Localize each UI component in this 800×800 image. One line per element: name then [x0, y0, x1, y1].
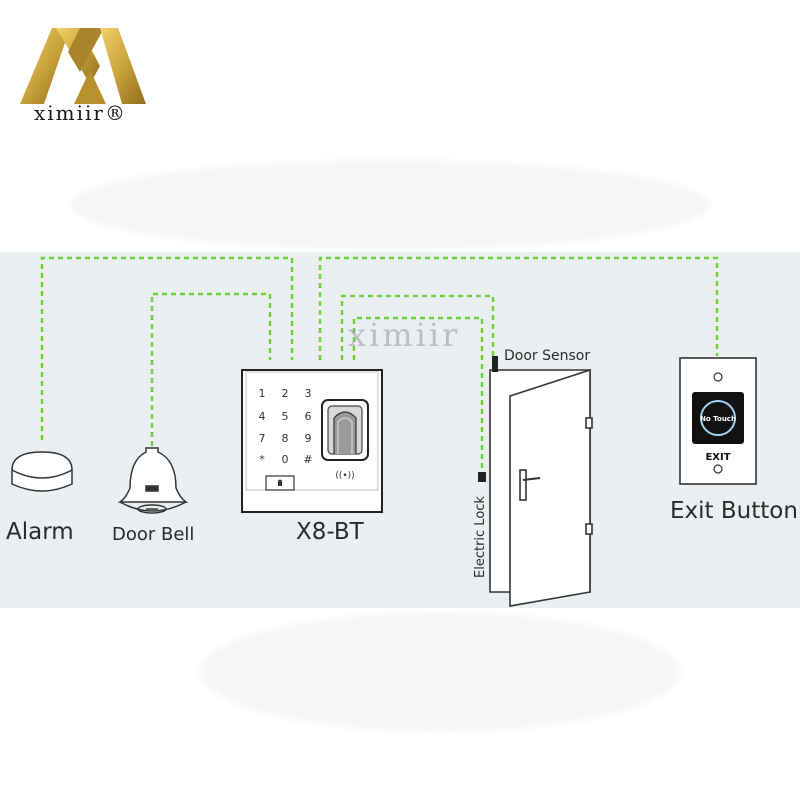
wire-electric-lock: [340, 294, 495, 360]
exit-plate-top-text: No Touch: [700, 415, 736, 423]
keypad-key: 1: [259, 387, 266, 400]
label-reader: X8-BT: [296, 519, 364, 545]
exit-button-icon: [679, 357, 757, 485]
keypad: 1 2 3 4 5 6 7 8 9 * 0 #: [259, 387, 313, 466]
label-exit-button: Exit Button: [670, 498, 798, 524]
brand-logo-icon: [20, 28, 146, 104]
keypad-key: 7: [259, 432, 266, 445]
wire-alarm: [40, 256, 294, 440]
svg-text:((•)): ((•)): [335, 471, 354, 481]
wire-exit-button: [318, 256, 719, 360]
diagram-background: [0, 252, 800, 608]
keypad-key: 6: [305, 410, 312, 423]
watermark: ximiir: [348, 316, 461, 354]
keypad-key: 4: [259, 410, 266, 423]
keypad-key: 5: [282, 410, 289, 423]
alarm-icon: [11, 451, 73, 492]
reader-device-icon: ((•)): [241, 369, 383, 513]
door-sensor-icon: [492, 356, 498, 372]
wiring-lines: [40, 256, 719, 472]
label-door-sensor: Door Sensor: [504, 348, 591, 364]
keypad-key: 9: [305, 432, 312, 445]
brand-name: ximiir®: [34, 101, 127, 125]
keypad-key: *: [259, 453, 265, 466]
background-ghost-top: [70, 160, 710, 250]
wire-door-bell: [150, 292, 272, 446]
keypad-key: 8: [282, 432, 289, 445]
wire-door-sensor: [352, 316, 484, 472]
door-icon: [489, 368, 593, 607]
label-alarm: Alarm: [6, 519, 74, 545]
keypad-key: #: [303, 453, 312, 466]
background-ghost-bottom: [200, 612, 680, 732]
electric-lock-icon: [478, 472, 486, 482]
door-bell-icon: [117, 447, 189, 514]
keypad-key: 2: [282, 387, 289, 400]
keypad-key: 0: [282, 453, 289, 466]
label-electric-lock: Electric Lock: [473, 496, 488, 578]
keypad-key: 3: [305, 387, 312, 400]
label-door-bell: Door Bell: [112, 524, 195, 545]
exit-plate-bottom-text: EXIT: [705, 452, 730, 463]
